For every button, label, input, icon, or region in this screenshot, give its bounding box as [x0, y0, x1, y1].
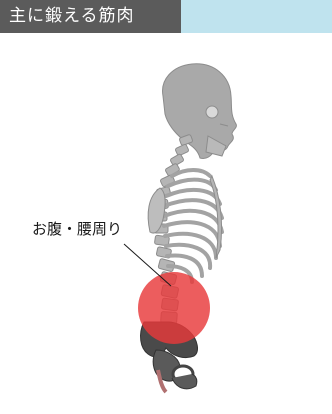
callout-label: お腹・腰周り [32, 218, 122, 239]
abdomen-highlight [138, 272, 210, 344]
skull [163, 64, 237, 159]
